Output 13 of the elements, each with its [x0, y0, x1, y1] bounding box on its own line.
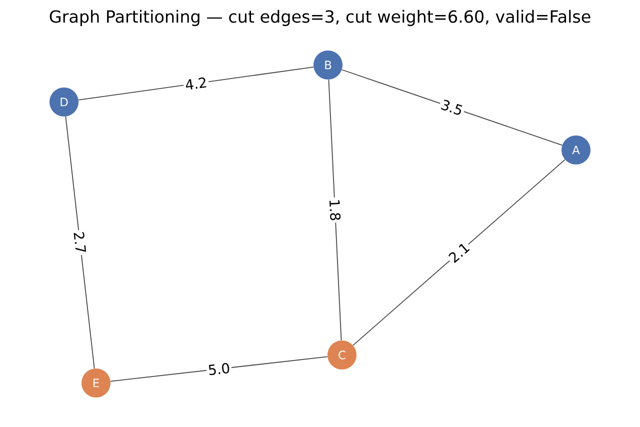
edge-line: [352, 159, 566, 346]
edge-label: 3.5: [438, 97, 466, 118]
edge-line: [65, 116, 95, 369]
edge-label: 2.7: [72, 229, 88, 256]
edge-label: 2.1: [445, 239, 473, 266]
edge-label: 4.2: [182, 75, 210, 92]
edge-line: [341, 69, 563, 146]
edge-line: [110, 356, 328, 382]
edge-line: [78, 66, 314, 100]
title: Graph Partitioning — cut edges=3, cut weight=6.60, valid=False: [50, 10, 590, 26]
edge-label: 5.0: [206, 360, 232, 378]
edge-line: [328, 79, 342, 341]
edge-label: 1.8: [328, 197, 342, 223]
